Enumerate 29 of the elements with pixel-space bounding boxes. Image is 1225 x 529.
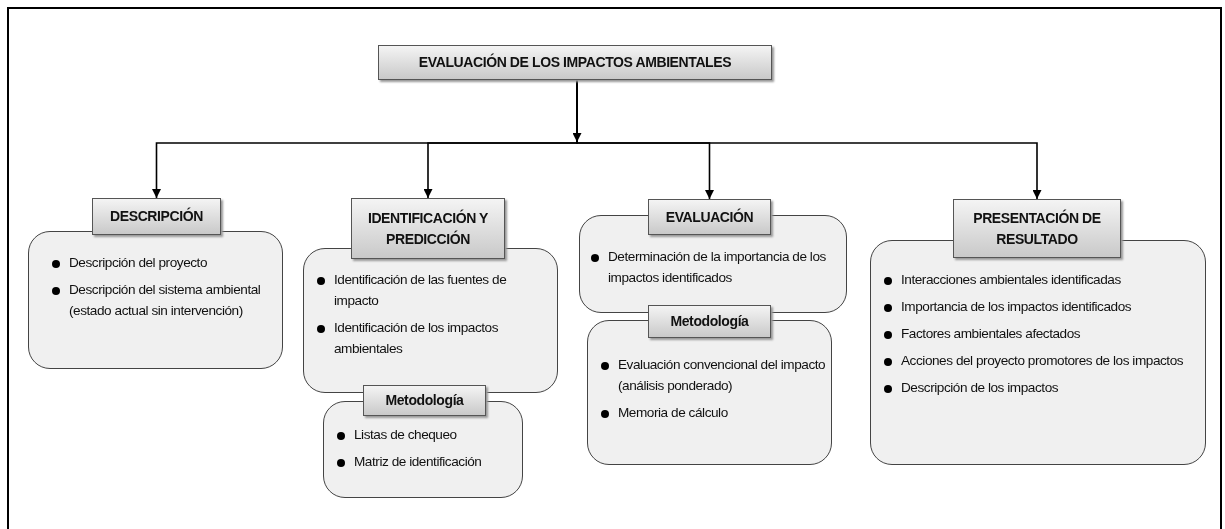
heading-box xyxy=(363,385,486,416)
bullet-item: Listas de chequeo xyxy=(332,424,518,445)
bullet-item: Acciones del proyecto promotores de los impactos xyxy=(879,350,1199,371)
heading-box xyxy=(378,45,772,80)
heading-text: Metodología xyxy=(385,391,464,410)
rounded-panel xyxy=(28,231,283,369)
heading-box xyxy=(92,198,221,235)
bullet-item: Identificación de los impactos ambientales xyxy=(312,317,551,359)
heading-text: IDENTIFICACIÓN Y PREDICCIÓN xyxy=(366,208,490,249)
bullet-item: Factores ambientales afectados xyxy=(879,323,1199,344)
heading-text: PRESENTACIÓN DE RESULTADO xyxy=(972,208,1102,249)
bullet-item: Matriz de identificación xyxy=(332,451,518,472)
bullet-item: Interacciones ambientales identificadas xyxy=(879,269,1199,290)
bullet-item: Determinación de la importancia de los impactos identificados xyxy=(586,246,842,288)
bullet-item: Importancia de los impactos identificados xyxy=(879,296,1199,317)
heading-text: EVALUACIÓN xyxy=(665,207,754,227)
bullet-item: Descripción de los impactos xyxy=(879,377,1199,398)
heading-box xyxy=(648,199,771,235)
bullet-item: Descripción del proyecto xyxy=(47,252,276,273)
heading-box xyxy=(953,199,1121,258)
bullet-item: Identificación de las fuentes de impacto xyxy=(312,269,551,311)
bullet-item: Memoria de cálculo xyxy=(596,402,827,423)
heading-box xyxy=(351,198,505,259)
heading-text: DESCRIPCIÓN xyxy=(110,206,203,226)
heading-box xyxy=(648,305,771,338)
heading-text: EVALUACIÓN DE LOS IMPACTOS AMBIENTALES xyxy=(418,52,732,72)
bullet-item: Evaluación convencional del impacto (análisis ponderado) xyxy=(596,354,827,396)
bullet-item: Descripción del sistema ambiental (estado actual sin intervención) xyxy=(47,279,276,321)
heading-text: Metodología xyxy=(670,312,749,331)
